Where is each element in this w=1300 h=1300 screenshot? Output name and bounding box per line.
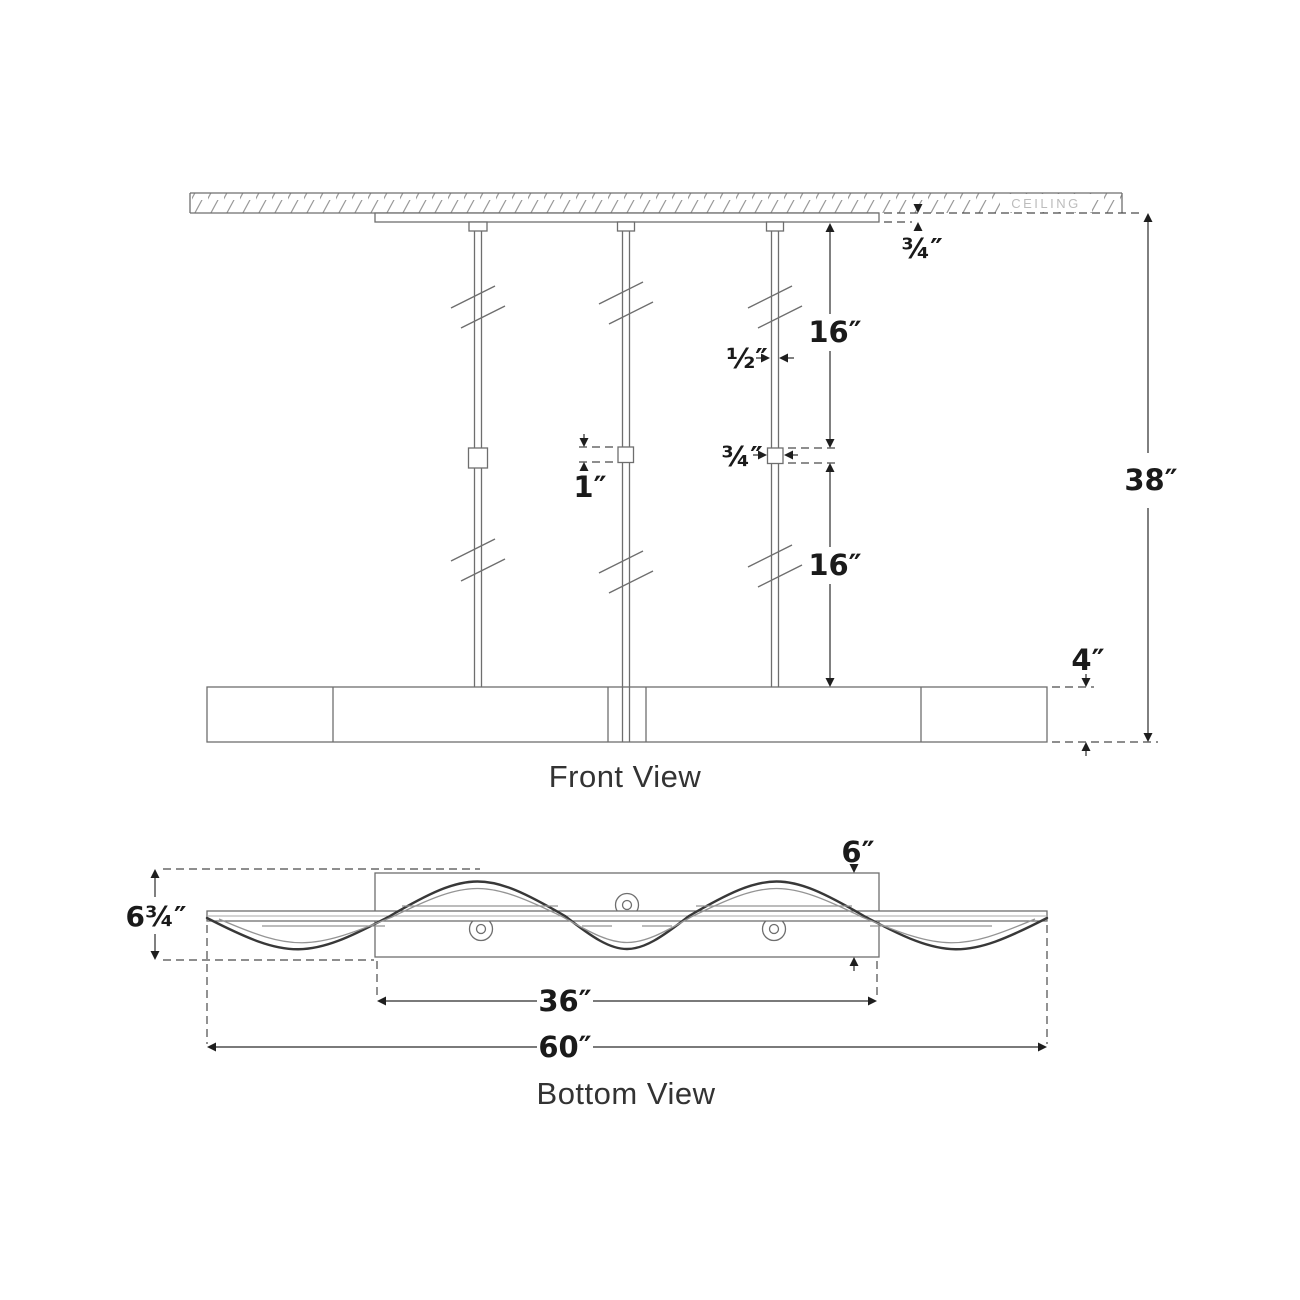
stem-cap-right [765, 221, 785, 232]
glass-wave-chords [262, 905, 992, 927]
dim-body-height: 4″ [1052, 643, 1158, 756]
dim-coupler-width: ¾″ [721, 440, 838, 473]
dim-canopy-depth-label: 6″ [841, 835, 874, 869]
coupler-right [766, 447, 784, 465]
ceiling-hatch: CEILING [189, 192, 1123, 214]
stem-couplers [467, 446, 784, 469]
dim-canopy-length: 36″ [376, 961, 878, 1018]
dim-fixture-length-label: 60″ [538, 1030, 591, 1064]
dim-overall-height-label: 38″ [1124, 463, 1177, 497]
coupler-center [617, 446, 635, 464]
dim-fixture-depth-label: 6¾″ [126, 900, 187, 933]
break-mark-center-lower [598, 550, 654, 594]
mounting-canopy [374, 212, 880, 223]
dim-canopy-thickness-label: ¾″ [901, 232, 943, 265]
dim-coupler-height-label: 1″ [573, 470, 606, 504]
screws [468, 892, 787, 942]
ceiling-label: CEILING [1011, 196, 1081, 211]
dim-coupler-height: 1″ [573, 434, 615, 504]
dim-canopy-depth: 6″ [841, 835, 875, 971]
dim-stem-upper: 16″ [808, 223, 862, 448]
break-mark-right-lower [747, 544, 803, 588]
glass-wave-outer [205, 880, 1049, 951]
coupler-left [467, 447, 489, 469]
break-marks [450, 281, 803, 594]
break-mark-right-upper [747, 285, 803, 329]
dim-fixture-length: 60″ [206, 925, 1048, 1064]
stem-cap-left [468, 221, 488, 232]
dim-canopy-length-label: 36″ [538, 984, 591, 1018]
break-mark-center-upper [598, 281, 654, 325]
stem-cap-center [616, 221, 636, 232]
fixture-body [206, 686, 1048, 743]
dim-coupler-width-label: ¾″ [721, 440, 763, 473]
bottom-view: 6¾″ 6″ 36″ 60″ [126, 835, 1049, 1111]
front-view: CEILING [189, 192, 1178, 794]
glass-wave [205, 880, 1049, 951]
front-view-caption: Front View [549, 759, 702, 794]
break-mark-left-lower [450, 538, 506, 582]
dim-body-height-label: 4″ [1071, 643, 1104, 677]
dim-stem-upper-label: 16″ [808, 315, 861, 349]
stem-bar [206, 910, 1048, 922]
dim-stem-diameter: ½″ [726, 342, 794, 375]
dim-overall-height: 38″ [1124, 213, 1178, 742]
break-mark-left-upper [450, 285, 506, 329]
bottom-view-caption: Bottom View [537, 1076, 716, 1111]
dim-stem-lower-label: 16″ [808, 548, 861, 582]
dim-stem-lower: 16″ [808, 463, 862, 687]
dim-canopy-thickness: ¾″ [884, 204, 1144, 265]
stem-caps [468, 221, 785, 232]
glass-wave-inner [218, 887, 1036, 944]
dim-fixture-depth: 6¾″ [126, 868, 480, 961]
